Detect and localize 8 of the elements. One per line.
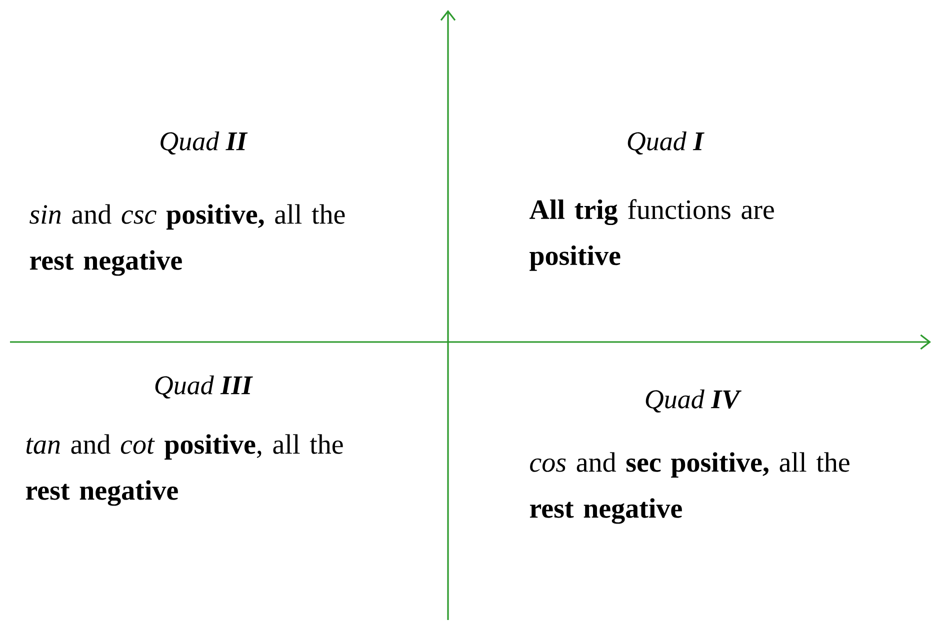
quadrant-heading: Quad IV (646, 389, 742, 413)
quadrant-note: All trig functions are positive (529, 199, 774, 271)
quadrant-note: cos and sec positive, all the rest negative (530, 452, 850, 524)
quadrant-heading: Quad I (628, 131, 704, 155)
quadrant-heading: Quad II (160, 131, 248, 155)
quadrant-note: sin and csc positive, all the rest negative (30, 204, 345, 276)
quadrant-note: tan and cot positive, all the rest negative (26, 434, 343, 506)
quadrant-heading: Quad III (155, 375, 253, 399)
